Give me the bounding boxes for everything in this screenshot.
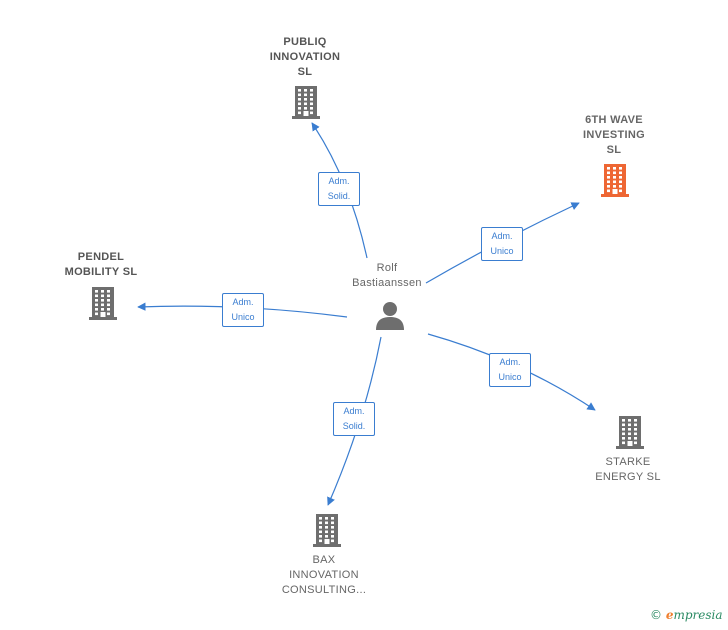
building-icon[interactable] (290, 84, 322, 120)
company-name-line: CONSULTING... (281, 584, 367, 596)
building-icon[interactable] (311, 512, 343, 548)
company-name-line: PENDEL (77, 251, 125, 263)
company-name-line: ENERGY SL (595, 471, 661, 483)
building-icon[interactable] (87, 285, 119, 321)
relation-label-bax[interactable]: Adm. Solid. (333, 402, 375, 436)
brand-initial: e (665, 608, 674, 622)
relation-label-sixthwave[interactable]: Adm. Unico (481, 227, 523, 261)
company-name-bax[interactable]: BAX INNOVATION CONSULTING... (282, 553, 366, 598)
relation-label-line: Adm. (328, 176, 350, 186)
relation-label-line: Solid. (342, 421, 366, 431)
brand-logo: © empresia (650, 608, 723, 622)
brand-name: mpresia (673, 608, 723, 622)
person-name[interactable]: Rolf Bastiaanssen (352, 261, 422, 291)
company-name-line: INVESTING (583, 129, 645, 141)
relation-label-line: Adm. (499, 357, 521, 367)
company-name-line: INNOVATION (269, 51, 341, 63)
company-name-line: SL (297, 66, 313, 78)
relation-label-starke[interactable]: Adm. Unico (489, 353, 531, 387)
relation-label-line: Unico (490, 246, 514, 256)
company-name-publiq[interactable]: PUBLIQ INNOVATION SL (270, 35, 340, 80)
person-name-line-2: Bastiaanssen (352, 277, 422, 289)
company-name-line: PUBLIQ (283, 36, 327, 48)
person-name-line-1: Rolf (376, 262, 398, 274)
relation-label-line: Adm. (343, 406, 365, 416)
company-name-line: SL (606, 144, 622, 156)
building-icon[interactable] (614, 414, 646, 450)
company-name-starke[interactable]: STARKE ENERGY SL (595, 455, 660, 485)
relation-label-publiq[interactable]: Adm. Solid. (318, 172, 360, 206)
company-name-line: BAX (312, 554, 336, 566)
company-name-sixthwave[interactable]: 6TH WAVE INVESTING SL (583, 113, 645, 158)
company-name-pendel[interactable]: PENDEL MOBILITY SL (65, 250, 138, 280)
building-icon[interactable] (599, 162, 631, 198)
company-name-line: INNOVATION (289, 569, 359, 581)
relation-label-line: Adm. (232, 297, 254, 307)
person-icon[interactable] (374, 300, 406, 330)
relation-label-line: Solid. (327, 191, 351, 201)
company-name-line: MOBILITY SL (64, 266, 138, 278)
relation-label-line: Adm. (491, 231, 513, 241)
relation-label-line: Unico (231, 312, 255, 322)
company-name-line: STARKE (605, 456, 651, 468)
relation-label-pendel[interactable]: Adm. Unico (222, 293, 264, 327)
relation-label-line: Unico (498, 372, 522, 382)
company-name-line: 6TH WAVE (585, 114, 643, 126)
copyright-icon: © (650, 608, 662, 622)
